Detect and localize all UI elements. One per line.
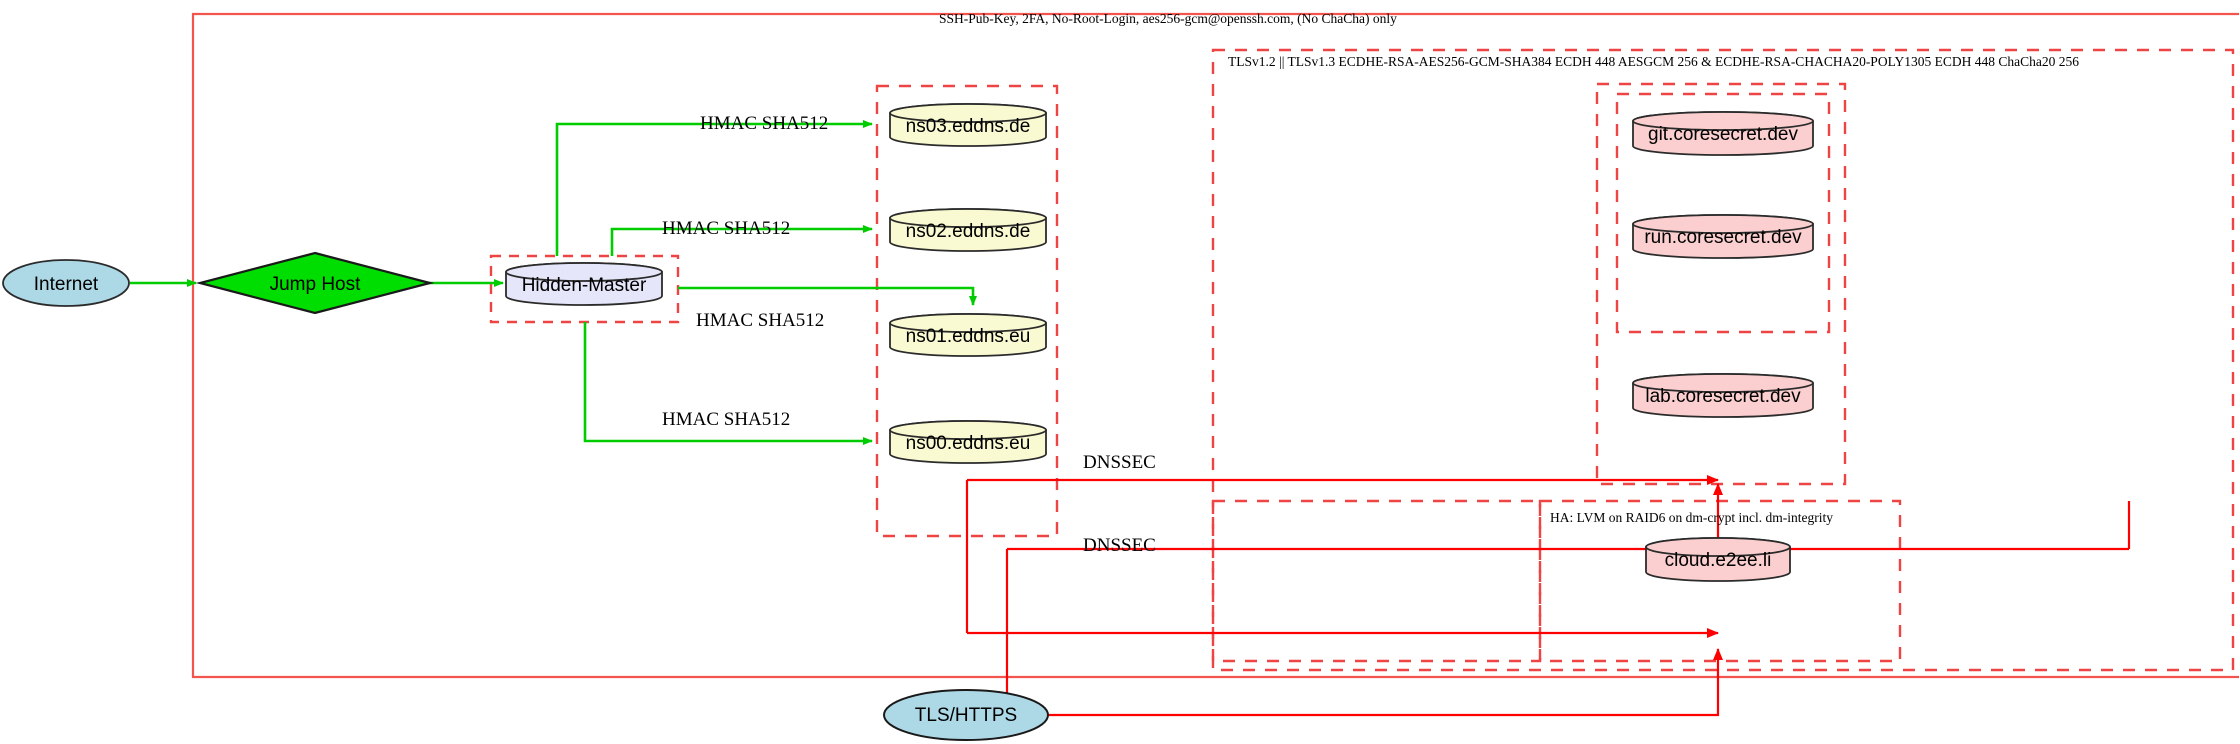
node-ns02-eddns-de[interactable]: [889, 208, 1047, 252]
node-lab-coresecret-dev[interactable]: [1632, 373, 1814, 418]
edge-hiddenmaster-to-ns02: [610, 225, 873, 256]
coresecret-inner-cluster-border: [1615, 92, 1831, 334]
ssh-policy-cluster-border: [191, 12, 2239, 679]
nameserver-cluster-border: [875, 84, 1059, 538]
edge-dnssec-lower: [1005, 501, 2131, 715]
dnssec-target-cluster-border: [1211, 499, 1542, 663]
edge-label-dnssec-lower: DNSSEC: [1083, 535, 1156, 556]
node-run-coresecret-dev[interactable]: [1632, 214, 1814, 259]
edge-label-hmac-ns02: HMAC SHA512: [662, 218, 791, 239]
edge-hiddenmaster-to-ns03: [555, 120, 873, 256]
edge-label-dnssec-upper: DNSSEC: [1083, 452, 1156, 473]
node-internet[interactable]: [2, 259, 130, 307]
edge-label-hmac-ns01: HMAC SHA512: [696, 310, 825, 331]
tls-policy-label: TLSv1.2 || TLSv1.3 ECDHE-RSA-AES256-GCM-…: [1228, 54, 2079, 69]
ha-policy-label: HA: LVM on RAID6 on dm-crypt incl. dm-in…: [1550, 510, 1833, 525]
edge-dnssec-upper: [965, 475, 1719, 633]
node-ns01-eddns-eu[interactable]: [889, 313, 1047, 357]
edge-hiddenmaster-to-ns01: [678, 286, 977, 306]
node-git-coresecret-dev[interactable]: [1632, 111, 1814, 156]
tls-policy-cluster-border: [1211, 48, 2235, 672]
edge-tls-https-right: [1048, 648, 1723, 717]
ha-cluster-border: [1538, 499, 1902, 663]
edge-label-hmac-ns00: HMAC SHA512: [662, 409, 791, 430]
node-cloud-e2ee-li[interactable]: [1645, 537, 1791, 582]
edge-label-hmac-ns03: HMAC SHA512: [700, 113, 829, 134]
edge-hiddenmaster-to-ns00: [583, 322, 873, 445]
ssh-policy-label: SSH-Pub-Key, 2FA, No-Root-Login, aes256-…: [939, 11, 1397, 26]
node-ns03-eddns-de[interactable]: [889, 103, 1047, 147]
node-jump-host[interactable]: [195, 251, 435, 315]
node-tls-https[interactable]: [883, 689, 1049, 741]
node-ns00-eddns-eu[interactable]: [889, 420, 1047, 464]
node-hidden-master[interactable]: [505, 262, 663, 306]
